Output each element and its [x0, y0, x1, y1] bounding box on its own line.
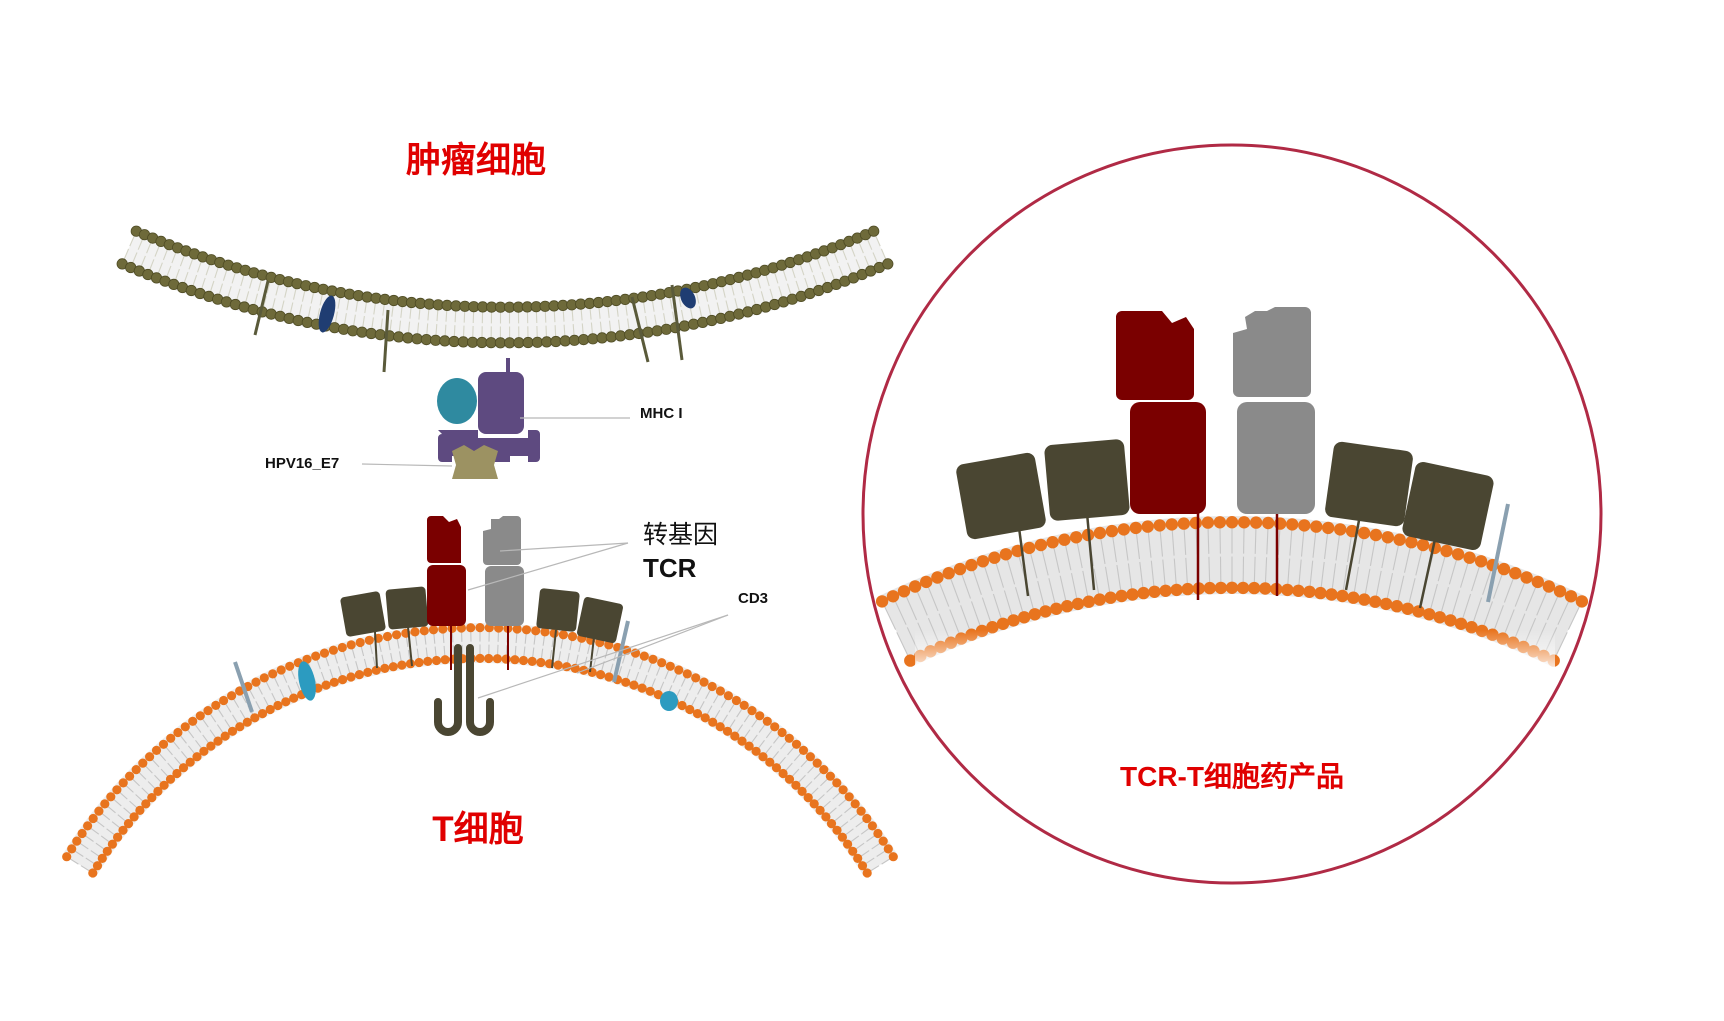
- zoom-cd3-block-2: [1044, 439, 1130, 521]
- t-cell-channel-left: [298, 661, 316, 701]
- tumor-cell-membrane: [116, 225, 894, 349]
- cd3-block-1: [340, 591, 386, 637]
- zoom-cd3-block-4: [1402, 462, 1494, 550]
- cd3-block-2: [385, 586, 429, 630]
- tcr-alpha-variable: [427, 516, 461, 563]
- antigen-label: HPV16_E7: [265, 455, 339, 472]
- tumor-channel-right: [680, 287, 696, 309]
- product-label: TCR-T细胞药产品: [1120, 760, 1344, 792]
- cd3-block-3: [536, 588, 580, 632]
- beta2-microglobulin: [437, 378, 477, 424]
- tcr-label-line2: TCR: [643, 553, 697, 583]
- t-cell-title: T细胞: [432, 810, 523, 849]
- tumor-membrane-proteins: [253, 280, 696, 373]
- hpv16-e7-peptide: [452, 445, 498, 479]
- t-cell-membrane: [62, 623, 898, 878]
- t-cell-membrane-proteins: [233, 620, 678, 713]
- tcr-complex-zoom: [956, 307, 1510, 609]
- cd3-intracellular-tail-right: [466, 644, 494, 736]
- product-zoom-circle: [861, 143, 1603, 885]
- zoom-tcr-beta-constant: [1237, 402, 1315, 514]
- cd3-block-4: [577, 597, 623, 643]
- zoom-cd3-block-3: [1325, 441, 1413, 527]
- mhc-alpha-domain: [478, 372, 524, 434]
- tcr-alpha-constant: [427, 565, 466, 626]
- membrane-core: [62, 623, 898, 876]
- cd3-label: CD3: [738, 590, 768, 607]
- t-cell-channel-right: [660, 691, 678, 711]
- zoom-membrane-fade: [915, 630, 1555, 676]
- mhc-label: MHC I: [640, 405, 683, 422]
- tcr-label-line1: 转基因: [643, 521, 718, 549]
- tcr-leader-line-1: [499, 542, 629, 552]
- zoom-cd3-block-1: [956, 452, 1046, 540]
- zoom-tcr-beta-variable: [1233, 307, 1311, 397]
- tumor-cell-title: 肿瘤细胞: [406, 141, 546, 180]
- membrane-core: [120, 226, 890, 348]
- tcr-beta-variable: [483, 516, 521, 565]
- antigen-leader-line: [361, 463, 453, 467]
- cd3-intracellular-tail-left: [434, 644, 462, 736]
- cd3-leader-line-2: [477, 614, 729, 699]
- tcr-complex-left: [340, 516, 623, 736]
- zoom-tcr-alpha-variable: [1116, 311, 1194, 400]
- cd3-leader-line-1: [576, 614, 729, 674]
- tcr-beta-constant: [485, 566, 524, 626]
- mhc-complex: [437, 358, 540, 479]
- tcr-leader-line-2: [467, 542, 629, 591]
- tumor-channel-left: [318, 295, 336, 333]
- zoom-tcr-alpha-constant: [1130, 402, 1206, 514]
